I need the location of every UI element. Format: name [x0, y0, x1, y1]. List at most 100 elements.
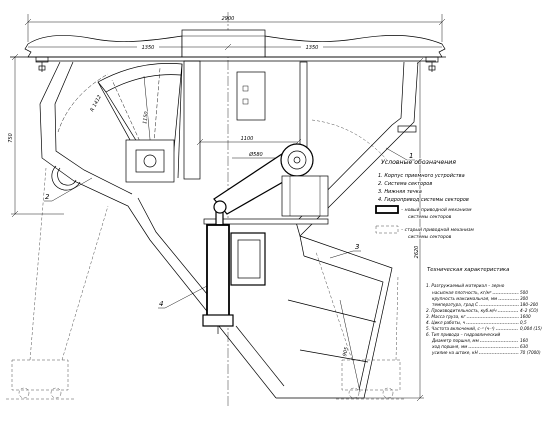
left-hook-bracket — [51, 165, 81, 191]
legend-item: 4. Гидропривод системы секторов — [378, 197, 469, 203]
sector-system: R 1412 1150 — [57, 63, 183, 183]
callout-leader-lower-chute — [329, 250, 361, 259]
spec-row-value: 300 — [520, 296, 528, 301]
legend-old-mechanism-line2: системы секторов — [408, 235, 452, 240]
sector-gearbox-core — [135, 149, 165, 173]
dimension-label-mask — [301, 43, 323, 50]
top-beam-center-block — [181, 29, 266, 58]
dimension-tick — [11, 210, 19, 218]
old-guide-line — [395, 275, 399, 361]
dimension-tick — [196, 138, 204, 146]
dimension-sector-span: 1150 — [142, 111, 150, 124]
cylinder-bracket — [230, 232, 266, 286]
chute-top-edge — [299, 235, 305, 257]
sector-sweep-arc — [57, 73, 109, 133]
sector-frame-right — [177, 63, 183, 179]
spec-dot-leaders — [466, 293, 519, 354]
legend-item: 3. Нижняя течка — [378, 189, 422, 195]
callout-lower-chute: 3 — [355, 243, 359, 251]
dimension-tick — [24, 18, 32, 26]
cylinder-bracket-inner — [237, 239, 261, 279]
old-guide-line — [315, 251, 353, 361]
dimension-tick — [224, 43, 232, 51]
spec-row-value: 160 — [520, 338, 528, 343]
right-wall-bracket — [397, 125, 417, 133]
lever-pivot-inner — [293, 156, 301, 164]
lever-pivot-middle — [287, 150, 307, 170]
old-carriage-left — [11, 359, 69, 391]
hydraulic-cylinder — [206, 224, 230, 318]
dimension-label-mask — [137, 43, 159, 50]
dimension-right-height: 2620 — [414, 246, 420, 259]
rod-end-eye — [213, 200, 227, 214]
spec-row-value: 0,5 — [520, 320, 527, 325]
control-box-window — [242, 85, 249, 92]
chute-outer-edge — [276, 235, 393, 399]
callout-leader-housing — [385, 147, 415, 161]
dimension-right-half: 1350 — [306, 45, 319, 51]
dimension-line-chute — [339, 299, 361, 393]
dimension-inner-width: 1100 — [241, 136, 254, 142]
spec-row-label: 1. Разгружаемый материал – зерно — [426, 283, 505, 288]
drive-housing — [281, 175, 329, 217]
callouts: 1 2 3 4 — [44, 147, 415, 309]
dimension-left-height: 750 — [8, 133, 14, 143]
legend: Условные обозначения 1. Корпус приемного… — [375, 157, 475, 241]
top-dimensions: 2900 1350 1350 — [24, 14, 446, 51]
spec-row-label: Диаметр поршня, мм — [431, 338, 479, 343]
spec-row-value: 180–200 — [520, 302, 538, 307]
dimension-tick — [416, 394, 424, 402]
callout-leader-hydraulic-drive — [158, 285, 208, 309]
cylinder-mount — [202, 314, 234, 327]
sector-radius-line — [111, 79, 153, 169]
chute-rib — [287, 299, 377, 323]
receiving-hopper-body — [39, 60, 419, 399]
dimension-overall-width: 2900 — [222, 16, 235, 22]
control-box — [236, 71, 266, 121]
spec-row-label: 2. Производительность, куб.м/ч — [426, 308, 497, 313]
left-inner-wall — [54, 61, 133, 195]
lower-chute: 905 — [276, 235, 393, 399]
chute-inner-edge — [303, 255, 384, 391]
drive-base-plate — [203, 218, 329, 225]
bottom-left-wall-inner — [235, 325, 285, 387]
left-lower-inner-wall — [137, 197, 231, 323]
central-column — [183, 60, 201, 180]
spec-row-value: 4–2 (СО) — [520, 308, 539, 313]
old-sector-arc-right — [311, 119, 393, 167]
old-guide-line — [29, 167, 47, 361]
sector-pivot — [143, 154, 157, 168]
legend-item: 1. Корпус приемного устройства — [378, 173, 465, 179]
spec-row-label: насыпная плотность, кг/м³ — [432, 290, 492, 295]
spec-row-value: 70 (7000) — [520, 350, 541, 355]
legend-item: 2. Система секторов — [378, 181, 432, 187]
top-beam-right-section — [264, 35, 446, 58]
dimension-pivot-diameter: Ø580 — [248, 151, 262, 158]
dimension-chute-length: 905 — [342, 346, 350, 357]
control-box-window — [242, 98, 249, 105]
right-inner-wall — [295, 61, 405, 223]
dimension-left-half: 1350 — [142, 45, 155, 51]
spec-row-label: ход поршня, мм — [431, 344, 467, 349]
hydraulic-drive — [202, 143, 329, 334]
dimension-tick — [11, 53, 19, 61]
spec-row-label: 3. Масса груза, кг — [426, 314, 466, 319]
old-carriage-right — [341, 359, 401, 391]
legend-new-mechanism-line1: – новый приводной механизм — [401, 207, 472, 213]
legend-swatch-new-mechanism — [375, 205, 399, 214]
legend-old-mechanism-line1: – старый приводной механизм — [401, 227, 474, 233]
bolt-nut-right — [428, 65, 436, 71]
old-guide-line — [61, 205, 109, 361]
spec-row-value: 630 — [520, 344, 528, 349]
internal-dimensions: 1100 Ø580 — [196, 135, 302, 159]
old-drive-mechanism — [6, 119, 406, 400]
chute-rib — [299, 349, 369, 363]
specs-title: Техническая характеристика — [427, 267, 509, 273]
legend-swatch-old-mechanism — [375, 225, 399, 234]
top-beam — [10, 29, 446, 62]
spec-row-label: температура, град С — [432, 302, 478, 307]
spec-row-value: 0,004 (15) — [520, 326, 542, 331]
callout-leader-sector-system — [44, 177, 93, 202]
bolt-nut-left — [38, 65, 46, 71]
